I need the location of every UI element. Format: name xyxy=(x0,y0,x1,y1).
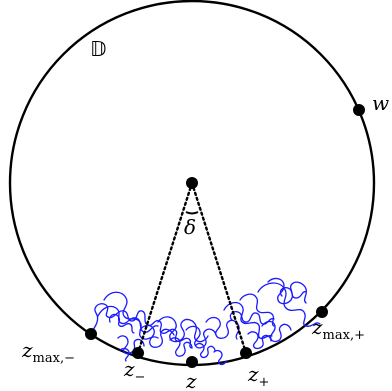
brownian-path xyxy=(90,279,320,365)
label-z-plus: z+ xyxy=(247,362,269,390)
ray-to-z-minus xyxy=(138,183,192,353)
disk-label: 𝔻 xyxy=(90,37,106,61)
label-w: w xyxy=(372,91,389,115)
angle-label: δ xyxy=(184,215,196,239)
point-z-plus xyxy=(240,347,252,359)
angle-arc xyxy=(186,212,198,214)
label-zmax-minus: zmax,− xyxy=(21,338,75,366)
point-w xyxy=(353,104,365,116)
label-zmax-plus: zmax,+ xyxy=(311,315,365,343)
point-z xyxy=(186,356,198,368)
label-z-minus: z− xyxy=(123,357,145,385)
center-point xyxy=(186,177,198,189)
point-zmax-minus xyxy=(85,328,97,340)
label-z: z xyxy=(185,369,197,391)
